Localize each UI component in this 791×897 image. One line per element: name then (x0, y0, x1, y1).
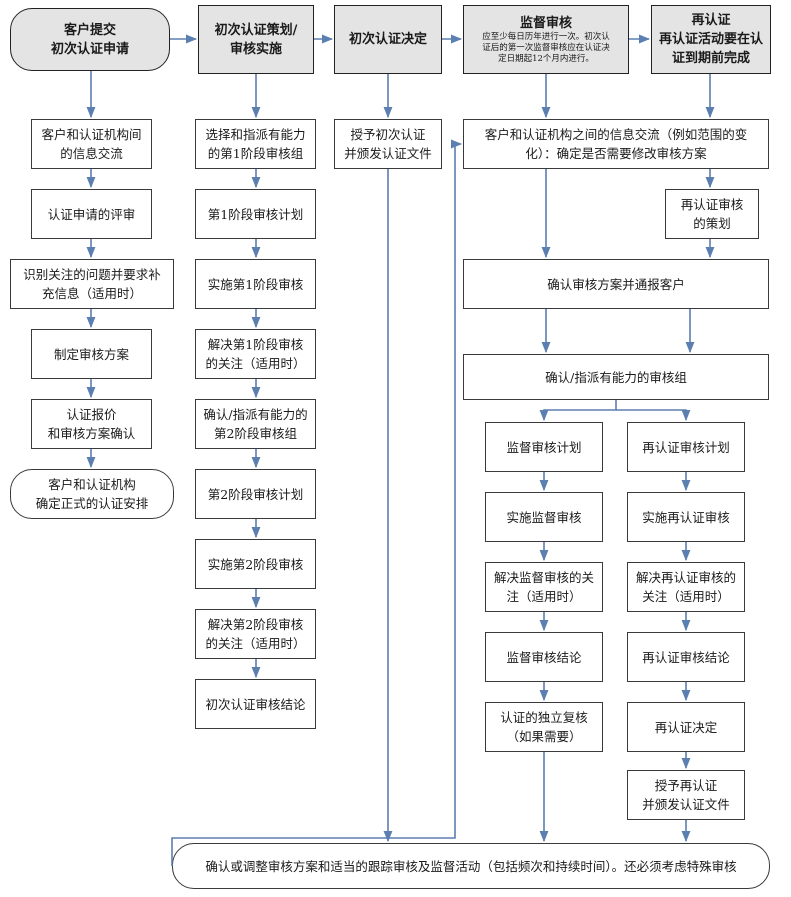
col2-step-5-label: 确认/指派有能力的 第2阶段审核组 (203, 407, 308, 441)
col4-step-3-label: 解决监督审核的关 注（适用时） (493, 570, 594, 604)
col4-step-1: 监督审核计划 (485, 422, 603, 472)
node-info-exchange-label: 客户和认证机构之间的信息交流（例如范围的变 化）：确定是否需要修改审核方案 (484, 127, 748, 161)
col5-step-6-label: 授予再认证 并颁发认证文件 (642, 778, 730, 812)
col3-grant-certificate-label: 授予初次认证 并颁发认证文件 (344, 127, 432, 161)
col2-step-2: 第1阶段审核计划 (195, 189, 316, 239)
col1-step-6: 客户和认证机构 确定正式的认证安排 (10, 469, 174, 519)
node-initial-decision: 初次认证决定 (334, 5, 442, 74)
col2-step-1: 选择和指派有能力 的第1阶段审核组 (195, 119, 316, 169)
col1-step-6-label: 客户和认证机构 确定正式的认证安排 (35, 477, 149, 511)
col1-step-1: 客户和认证机构间 的信息交流 (31, 119, 152, 169)
col1-step-4: 制定审核方案 (31, 329, 152, 379)
node-final-adjust: 确认或调整审核方案和适当的跟踪审核及监督活动（包括频次和持续时间）。还必须考虑特… (172, 843, 770, 889)
node-client-apply-label: 客户提交 初次认证申请 (50, 22, 129, 57)
col2-step-5: 确认/指派有能力的 第2阶段审核组 (195, 399, 316, 449)
node-confirm-team: 确认/指派有能力的审核组 (463, 354, 769, 400)
node-recert-planning-label: 再认证审核 的策划 (680, 197, 744, 231)
col2-step-4: 解决第1阶段审核 的关注（适用时） (195, 329, 316, 379)
node-surveillance-note: 应至少每日历年进行一次。初次认 证后的第一次监督审核应在认证决 定日期起12个月… (482, 31, 610, 64)
col2-step-4-label: 解决第1阶段审核 的关注（适用时） (205, 337, 306, 371)
col5-step-2: 实施再认证审核 (627, 492, 745, 542)
col5-step-5: 再认证决定 (627, 702, 745, 752)
col2-step-3: 实施第1阶段审核 (195, 259, 316, 309)
col1-step-2-label: 认证申请的评审 (47, 206, 136, 222)
col2-step-9-label: 初次认证审核结论 (205, 696, 306, 712)
node-final-adjust-label: 确认或调整审核方案和适当的跟踪审核及监督活动（包括频次和持续时间）。还必须考虑特… (205, 858, 737, 874)
col5-step-4: 再认证审核结论 (627, 632, 745, 682)
col1-step-5: 认证报价 和审核方案确认 (31, 399, 152, 449)
col2-step-7: 实施第2阶段审核 (195, 539, 316, 589)
col4-step-5: 认证的独立复核 （如果需要） (485, 702, 603, 752)
col5-step-2-label: 实施再认证审核 (642, 509, 730, 525)
col5-step-1-label: 再认证审核计划 (642, 439, 730, 455)
col3-grant-certificate: 授予初次认证 并颁发认证文件 (334, 119, 442, 169)
col4-step-3: 解决监督审核的关 注（适用时） (485, 562, 603, 612)
col5-step-4-label: 再认证审核结论 (642, 649, 730, 665)
node-recertification: 再认证 再认证活动要在认 证到期前完成 (651, 5, 771, 74)
connector-30 (616, 409, 691, 422)
col5-step-3: 解决再认证审核的 关注（适用时） (627, 562, 745, 612)
col1-step-2: 认证申请的评审 (31, 189, 152, 239)
col2-step-6: 第2阶段审核计划 (195, 469, 316, 519)
node-info-exchange: 客户和认证机构之间的信息交流（例如范围的变 化）：确定是否需要修改审核方案 (463, 119, 769, 169)
node-confirm-program: 确认审核方案并通报客户 (463, 259, 769, 309)
col5-step-3-label: 解决再认证审核的 关注（适用时） (635, 570, 736, 604)
col1-step-3: 识别关注的问题并要求补 充信息（适用时） (10, 259, 174, 309)
col1-step-4-label: 制定审核方案 (53, 346, 129, 362)
connector-29 (539, 400, 617, 422)
node-client-apply: 客户提交 初次认证申请 (10, 8, 170, 71)
col2-step-2-label: 第1阶段审核计划 (207, 206, 304, 222)
col4-step-4-label: 监督审核结论 (506, 649, 582, 665)
col2-step-8: 解决第2阶段审核 的关注（适用时） (195, 609, 316, 659)
col4-step-2: 实施监督审核 (485, 492, 603, 542)
col5-step-6: 授予再认证 并颁发认证文件 (627, 770, 745, 820)
node-surveillance-title: 监督审核 (519, 15, 572, 31)
col2-step-3-label: 实施第1阶段审核 (207, 276, 304, 292)
node-initial-planning: 初次认证策划/ 审核实施 (198, 5, 314, 74)
col2-step-1-label: 选择和指派有能力 的第1阶段审核组 (205, 127, 306, 161)
col4-step-1-label: 监督审核计划 (506, 439, 582, 455)
col2-step-6-label: 第2阶段审核计划 (207, 486, 304, 502)
node-surveillance-audit: 监督审核 应至少每日历年进行一次。初次认 证后的第一次监督审核应在认证决 定日期… (463, 5, 629, 74)
col2-step-7-label: 实施第2阶段审核 (207, 556, 304, 572)
col4-step-4: 监督审核结论 (485, 632, 603, 682)
node-initial-planning-label: 初次认证策划/ 审核实施 (214, 22, 298, 57)
node-confirm-team-label: 确认/指派有能力的审核组 (545, 369, 687, 385)
col2-step-8-label: 解决第2阶段审核 的关注（适用时） (205, 617, 306, 651)
col5-step-1: 再认证审核计划 (627, 422, 745, 472)
col1-step-5-label: 认证报价 和审核方案确认 (47, 407, 136, 441)
col4-step-2-label: 实施监督审核 (506, 509, 582, 525)
col1-step-3-label: 识别关注的问题并要求补 充信息（适用时） (23, 267, 161, 301)
node-confirm-program-label: 确认审核方案并通报客户 (547, 276, 685, 292)
col1-step-1-label: 客户和认证机构间 的信息交流 (41, 127, 142, 161)
node-recert-planning: 再认证审核 的策划 (665, 189, 759, 239)
col4-step-5-label: 认证的独立复核 （如果需要） (500, 710, 588, 744)
node-recertification-label: 再认证 再认证活动要在认 证到期前完成 (658, 13, 763, 66)
col5-step-5-label: 再认证决定 (654, 719, 718, 735)
node-initial-decision-label: 初次认证决定 (348, 32, 427, 47)
col2-step-9: 初次认证审核结论 (195, 679, 316, 729)
